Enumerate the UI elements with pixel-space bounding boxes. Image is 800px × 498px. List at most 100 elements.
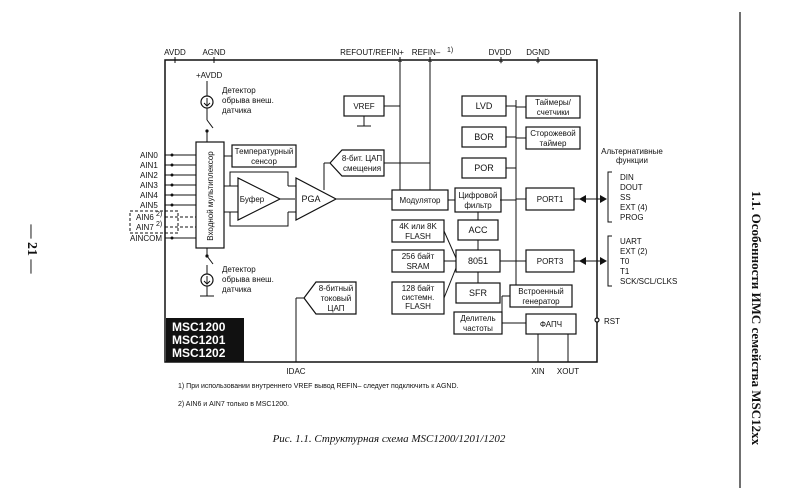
bor-label: BOR: [474, 132, 494, 142]
filter-l1: Цифровой: [459, 191, 498, 200]
burnout-bottom-l3: датчика: [222, 285, 252, 294]
burnout-top-l2: обрыва внеш.: [222, 96, 274, 105]
offset-dac-l2: смещения: [343, 164, 381, 173]
top-pins: AVDD AGND REFOUT/REFIN+ REFIN– 1) DVDD D…: [164, 47, 550, 66]
ain6-label: AIN6: [136, 213, 154, 222]
pga-label: PGA: [301, 194, 320, 204]
pin-avdd: AVDD: [164, 48, 186, 57]
burnout-detector-bottom: Детектор обрыва внеш. датчика: [200, 248, 274, 297]
idac-l3: ЦАП: [328, 304, 345, 313]
burnout-detector-top: +AVDD Детектор обрыва внеш. датчика: [196, 71, 274, 142]
ports: PORT1 PORT3: [516, 171, 612, 287]
port1-fn-din: DIN: [620, 173, 634, 182]
offset-dac-l1: 8-бит. ЦАП: [342, 154, 383, 163]
burnout-top-l3: датчика: [222, 106, 252, 115]
part-number-label: MSC1200 MSC1201 MSC1202: [166, 318, 244, 362]
pin-dvdd: DVDD: [489, 48, 512, 57]
ain4-label: AIN4: [140, 191, 158, 200]
modulator-label: Модулятор: [400, 196, 442, 205]
pga: PGA: [288, 177, 338, 221]
reset-pin: RST: [594, 70, 620, 326]
port1-fn-ss: SS: [620, 193, 631, 202]
acc-label: ACC: [468, 225, 488, 235]
mux-label: Входной мультиплексор: [206, 151, 215, 241]
alt-title-l1: Альтернативные: [601, 147, 663, 156]
temp-l1: Температурный: [235, 147, 294, 156]
ain-pins: AIN0 AIN1 AIN2 AIN3 AIN4 AIN5 AIN6 2) AI…: [129, 151, 196, 243]
flash128-l3: FLASH: [405, 302, 431, 311]
cpu-core: 4K или 8K FLASH 256 байт SRAM 128 байт с…: [391, 219, 501, 315]
burnout-bottom-l2: обрыва внеш.: [222, 275, 274, 284]
port1-fn-prog: PROG: [620, 213, 644, 222]
part-msc1200: MSC1200: [172, 320, 226, 334]
sfr-label: SFR: [469, 288, 488, 298]
figure-caption: Рис. 1.1. Структурная схема MSC1200/1201…: [272, 433, 506, 445]
sram-l1: 256 байт: [402, 252, 435, 261]
timers: Таймеры/ счетчики Сторожевой таймер: [516, 95, 581, 150]
port3-fn-ext2: EXT (2): [620, 247, 648, 256]
pin-dgnd: DGND: [526, 48, 550, 57]
pin-xin: XIN: [531, 367, 545, 376]
idac-l1: 8-битный: [319, 284, 353, 293]
por-label: POR: [474, 163, 494, 173]
footnote-1: 1) При использовании внутреннего VREF вы…: [178, 383, 459, 390]
alt-title-l2: функции: [616, 156, 648, 165]
ain7-note: 2): [156, 221, 162, 228]
port1-label: PORT1: [537, 195, 564, 204]
lvd-label: LVD: [476, 101, 493, 111]
svg-text:+: +: [398, 57, 403, 66]
ain3-label: AIN3: [140, 181, 158, 190]
divider-l2: частоты: [463, 324, 493, 333]
ain5-label: AIN5: [140, 201, 158, 210]
ain0-label: AIN0: [140, 151, 158, 160]
vref-label: VREF: [353, 102, 374, 111]
port3-fn-uart: UART: [620, 237, 642, 246]
footnote-2: 2) AIN6 и AIN7 только в MSC1200.: [178, 401, 289, 408]
osc-l1: Встроенный: [518, 287, 563, 296]
svg-text:+: +: [428, 57, 433, 66]
ain7-label: AIN7: [136, 223, 154, 232]
buffer-label: Буфер: [240, 195, 265, 204]
port3-fn-t1: T1: [620, 267, 630, 276]
pll-label: ФАПЧ: [540, 320, 562, 329]
alt-functions: Альтернативные функции DIN DOUT SS EXT (…: [601, 147, 677, 286]
buffer: Буфер: [224, 171, 295, 227]
port3-fn-t0: T0: [620, 257, 630, 266]
flash128-l2: системн.: [402, 293, 435, 302]
burnout-top-l1: Детектор: [222, 86, 256, 95]
part-msc1201: MSC1201: [172, 333, 226, 347]
pin-refin: REFIN–: [412, 48, 441, 57]
clocking: Встроенный генератор Делитель частоты ФА…: [453, 284, 577, 362]
flash4k-l1: 4K или 8K: [399, 222, 437, 231]
ain6-note: 2): [156, 211, 162, 218]
timers-l2: счетчики: [537, 108, 570, 117]
aincom-label: AINCOM: [130, 234, 162, 243]
filter-l2: фильтр: [464, 201, 492, 210]
offset-dac: 8-бит. ЦАП смещения: [323, 149, 430, 190]
pin-agnd: AGND: [202, 48, 225, 57]
pin-refout: REFOUT/REFIN+: [340, 48, 404, 57]
running-header: 1.1. Особенности ИМС семейства MSC12xx: [749, 191, 764, 446]
pin-rst: RST: [604, 317, 620, 326]
port3-fn-sck: SCK/SCL/CLKS: [620, 277, 677, 286]
pin-idac: IDAC: [286, 367, 305, 376]
pin-refin-note: 1): [447, 47, 453, 54]
timers-l1: Таймеры/: [535, 98, 572, 107]
sram-l2: SRAM: [406, 262, 429, 271]
idac-l2: токовый: [321, 294, 352, 303]
divider-l1: Делитель: [460, 314, 495, 323]
ain1-label: AIN1: [140, 161, 158, 170]
port1-fn-ext4: EXT (4): [620, 203, 648, 212]
osc-l2: генератор: [522, 297, 560, 306]
supervisors: LVD BOR POR: [461, 95, 517, 300]
vref: VREF: [343, 63, 431, 195]
ain2-label: AIN2: [140, 171, 158, 180]
port1-fn-dout: DOUT: [620, 183, 643, 192]
watchdog-l2: таймер: [540, 139, 567, 148]
temp-l2: сенсор: [251, 157, 277, 166]
part-msc1202: MSC1202: [172, 346, 226, 360]
burnout-bottom-l1: Детектор: [222, 265, 256, 274]
cpu-label: 8051: [468, 256, 488, 266]
svg-text:+: +: [536, 57, 541, 66]
